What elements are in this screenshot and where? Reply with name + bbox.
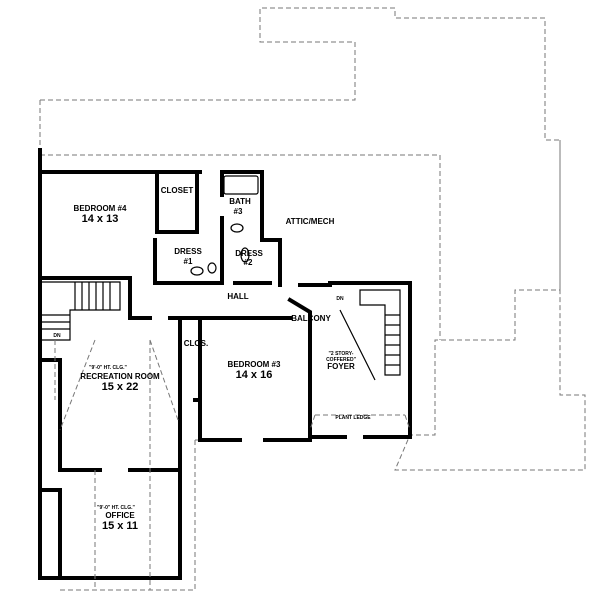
hall-label: HALL: [227, 292, 248, 301]
stair-right: [339, 289, 401, 381]
plant-ledge-line: [309, 414, 411, 431]
closet-label: CLOSET: [161, 186, 194, 195]
bedroom3-label: BEDROOM #3: [228, 360, 281, 369]
recreation-ceiling-note: "9'-0" HT. CLG.": [89, 365, 127, 371]
foyer-note-2: COFFERED": [326, 357, 357, 363]
bedroom3-size: 14 x 16: [236, 369, 273, 381]
recreation-size: 15 x 22: [102, 381, 139, 393]
bath3-number: #3: [234, 207, 243, 216]
stair-left-dn-label: DN: [53, 333, 61, 339]
walls: [38, 148, 412, 580]
roof-outline: [39, 7, 586, 471]
stair-left: [42, 281, 121, 341]
bath3-label: BATH: [229, 197, 251, 206]
dress2-number: #2: [244, 258, 253, 267]
bedroom4-size: 14 x 13: [82, 213, 119, 225]
office-size: 15 x 11: [102, 520, 138, 532]
recreation-label: RECREATION ROOM: [80, 372, 160, 381]
vault-lines: [54, 339, 179, 590]
clos-label: CLOS.: [184, 339, 208, 348]
stair-right-dn-label: DN: [336, 296, 344, 302]
fixtures: [190, 175, 259, 276]
foyer-note-1: "2 STORY-: [329, 351, 354, 357]
bedroom4-label: BEDROOM #4: [74, 204, 127, 213]
foyer-label: FOYER: [327, 362, 355, 371]
office-label: OFFICE: [105, 511, 135, 520]
attic-label: ATTIC/MECH: [286, 217, 335, 226]
office-ceiling-note: "9'-0" HT. CLG.": [97, 505, 135, 511]
dress2-label: DRESS: [235, 249, 263, 258]
dress1-number: #1: [184, 257, 193, 266]
balcony-label: BALCONY: [291, 314, 331, 323]
dress1-label: DRESS: [174, 247, 202, 256]
plant-ledge-label: PLANT LEDGE: [335, 415, 371, 421]
